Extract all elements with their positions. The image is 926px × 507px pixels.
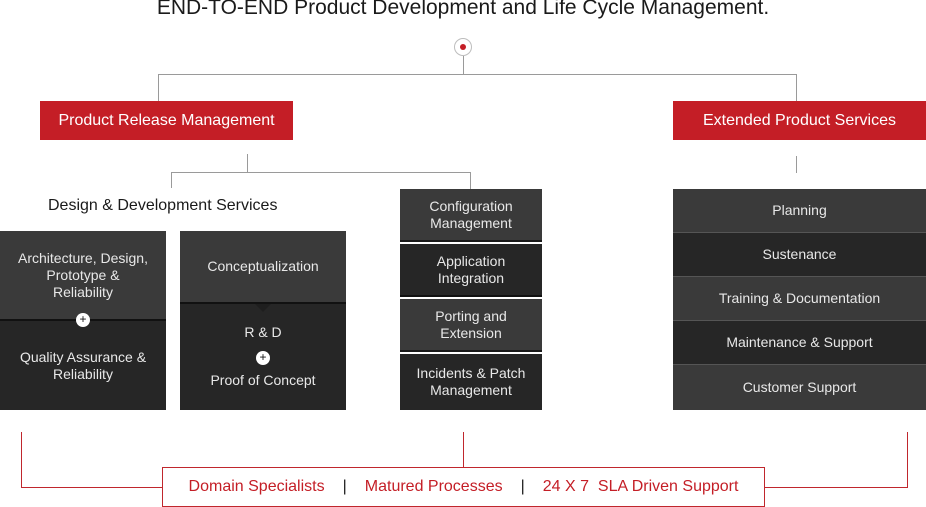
maintenance-support-item: Maintenance & Support (673, 321, 926, 365)
footer-item-sla-support: 24 X 7 SLA Driven Support (542, 478, 739, 495)
r-and-d-label: R & D (244, 324, 282, 340)
connector (158, 74, 797, 75)
training-documentation-item: Training & Documentation (673, 277, 926, 321)
footer-item-domain-specialists: Domain Specialists (188, 478, 325, 495)
footer-bar: Domain Specialists | Matured Processes |… (162, 467, 765, 507)
plus-icon: + (76, 313, 90, 327)
product-release-management-box: Product Release Management (40, 101, 293, 140)
connector (463, 56, 464, 75)
porting-extension-item: Porting and Extension (400, 299, 542, 352)
footer-item-matured-processes: Matured Processes (364, 478, 503, 495)
plus-icon: + (256, 351, 270, 365)
sustenance-item: Sustenance (673, 233, 926, 277)
bottom-connector (21, 487, 163, 488)
architecture-box: Architecture, Design, Prototype & Reliab… (0, 231, 166, 319)
divider (180, 302, 346, 304)
connector (171, 172, 470, 173)
conceptualization-box: Conceptualization (180, 231, 346, 302)
design-development-heading: Design & Development Services (48, 197, 278, 214)
bottom-connector (764, 487, 908, 488)
application-integration-item: Application Integration (400, 244, 542, 297)
bottom-connector (21, 432, 22, 488)
connector (171, 172, 172, 188)
planning-item: Planning (673, 189, 926, 233)
bottom-connector (907, 432, 908, 488)
footer-separator: | (520, 478, 525, 495)
quality-assurance-box: Quality Assurance & Reliability (0, 321, 166, 410)
diagram-title: END-TO-END Product Development and Life … (156, 0, 770, 19)
incidents-patch-item: Incidents & Patch Management (400, 354, 542, 410)
extended-product-services-box: Extended Product Services (673, 101, 926, 140)
proof-of-concept-label: Proof of Concept (210, 372, 316, 388)
bottom-connector (463, 432, 464, 468)
connector (470, 172, 471, 189)
configuration-management-item: Configuration Management (400, 189, 542, 242)
connector (247, 154, 248, 173)
arrow-down-icon (255, 304, 271, 312)
connector (796, 156, 797, 173)
connector (158, 74, 159, 101)
footer-separator: | (342, 478, 347, 495)
root-node-icon (454, 38, 472, 56)
customer-support-item: Customer Support (673, 365, 926, 410)
connector (796, 74, 797, 101)
